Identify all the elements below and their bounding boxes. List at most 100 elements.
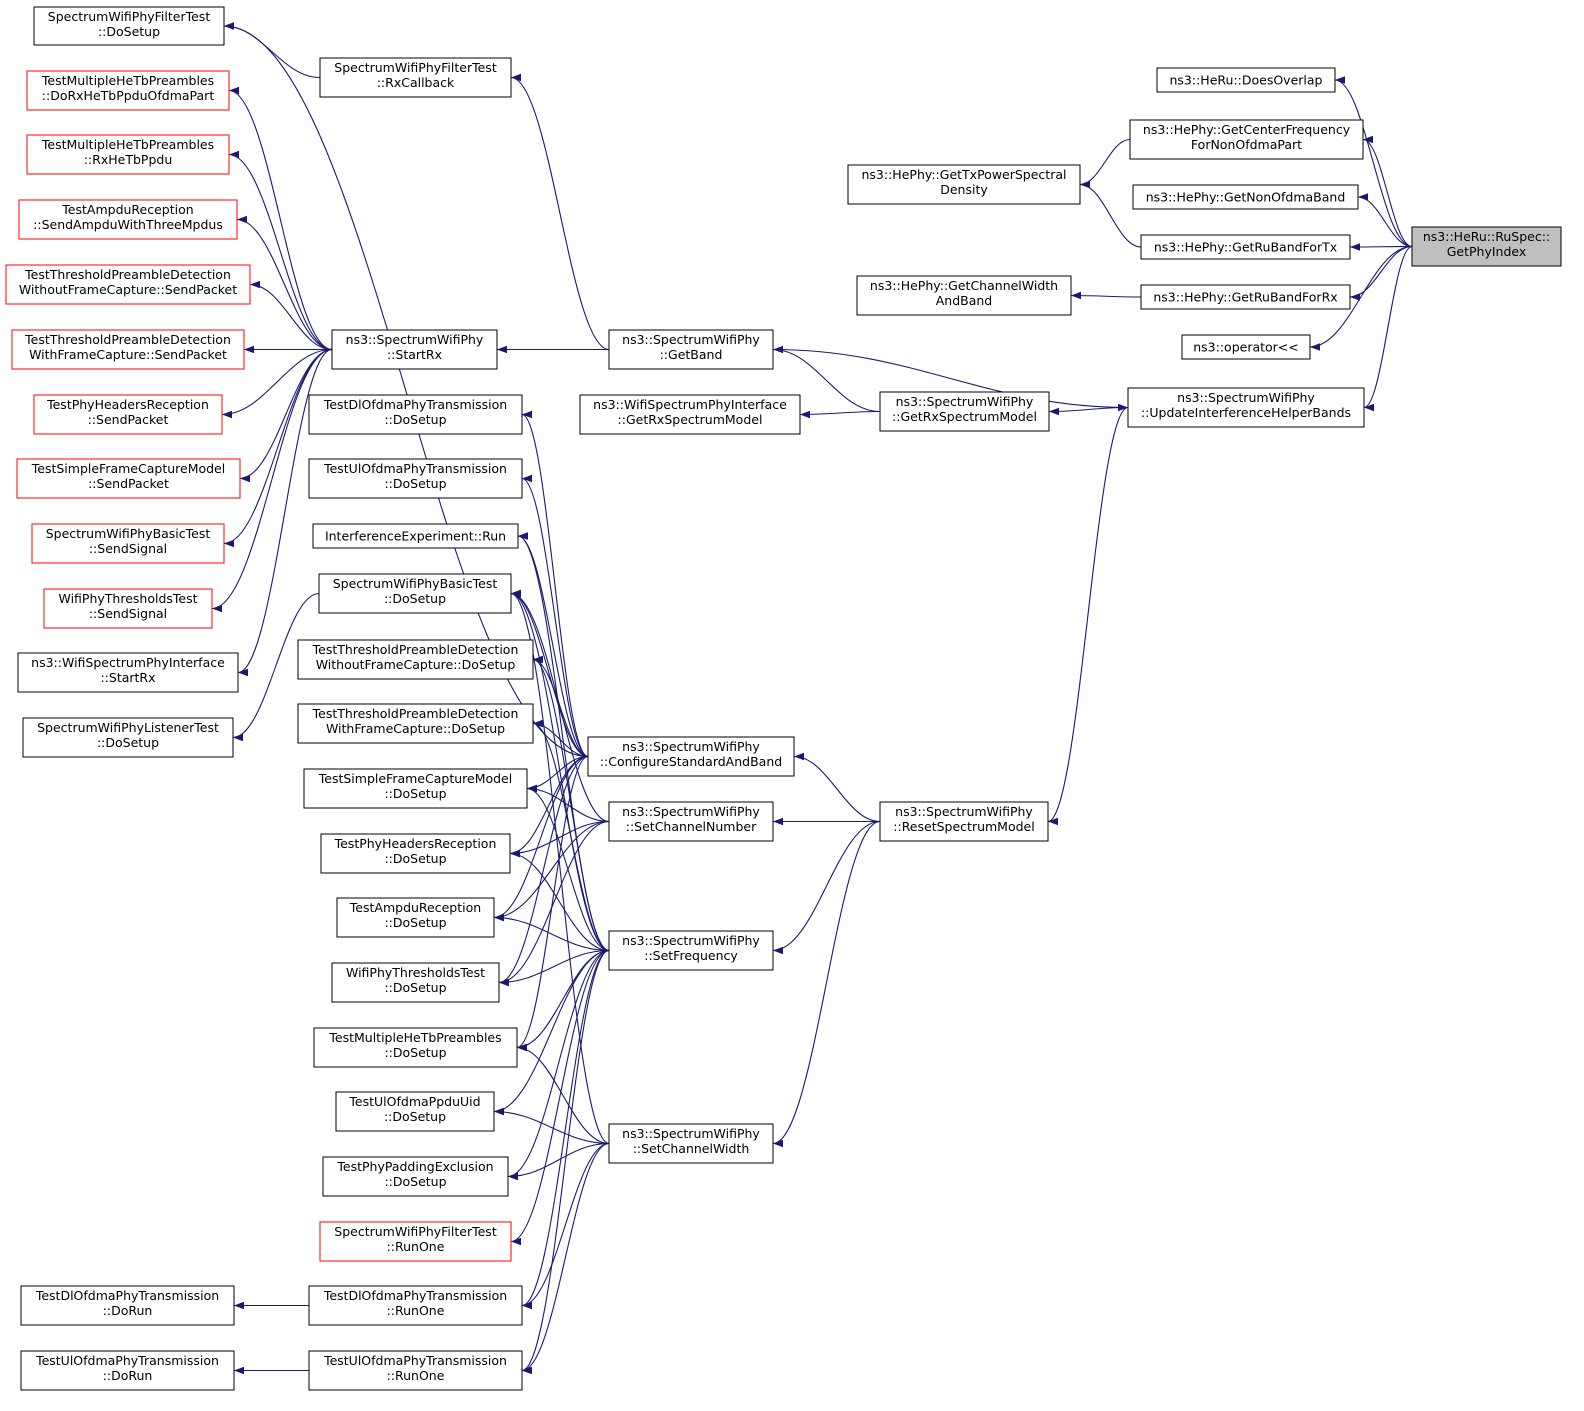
node-thr-sig[interactable]: WifiPhyThresholdsTest::SendSignal bbox=[43, 588, 213, 629]
node-hdr-dosetup[interactable]: TestPhyHeadersReception::DoSetup bbox=[320, 833, 511, 874]
node-fft-runone[interactable]: SpectrumWifiPhyFilterTest::RunOne bbox=[319, 1221, 512, 1262]
node-label-configstd-line-0: ns3::SpectrumWifiPhy bbox=[622, 739, 760, 754]
arrowhead-startrx-to-getband bbox=[497, 345, 507, 354]
edge-configstd-to-resetsm bbox=[793, 755, 881, 823]
arrowhead-tpd-w-send-to-startrx bbox=[244, 345, 254, 354]
arrowhead-getchwband-to-getrubandrx bbox=[1071, 291, 1081, 300]
node-fft-rxcb[interactable]: SpectrumWifiPhyFilterTest::RxCallback bbox=[319, 57, 512, 98]
node-listener-dosetup[interactable]: SpectrumWifiPhyListenerTest::DoSetup bbox=[22, 717, 234, 758]
node-label-setchnum-line-1: ::SetChannelNumber bbox=[626, 819, 757, 834]
node-pad-dosetup[interactable]: TestPhyPaddingExclusion::DoSetup bbox=[322, 1156, 509, 1197]
edge-ampdu-dosetup-to-setfreq bbox=[493, 916, 610, 952]
node-label-updatehelper-line-0: ns3::SpectrumWifiPhy bbox=[1177, 390, 1315, 405]
node-label-wspi-startrx-line-1: ::StartRx bbox=[100, 670, 155, 685]
arrowhead-hdr-send-to-startrx bbox=[222, 410, 232, 419]
node-mhe-dosetup[interactable]: TestMultipleHeTbPreambles::DoSetup bbox=[313, 1027, 518, 1068]
edge-ampdu-send-to-startrx bbox=[236, 218, 333, 351]
node-wspi-getrx[interactable]: ns3::WifiSpectrumPhyInterface::GetRxSpec… bbox=[579, 394, 801, 435]
node-fft-dosetup[interactable]: SpectrumWifiPhyFilterTest::DoSetup bbox=[33, 6, 225, 46]
arrowhead-pad-dosetup-to-setchw bbox=[508, 1172, 518, 1181]
node-getband[interactable]: ns3::SpectrumWifiPhy::GetBand bbox=[608, 329, 774, 370]
node-label-tpd-wo-dosetup-line-1: WithoutFrameCapture::DoSetup bbox=[316, 657, 516, 672]
node-tpd-w-dosetup[interactable]: TestThresholdPreambleDetectionWithFrameC… bbox=[297, 703, 534, 744]
node-label-dl-dosetup-line-1: ::DoSetup bbox=[384, 412, 446, 427]
node-doesoverlap[interactable]: ns3::HeRu::DoesOverlap bbox=[1156, 67, 1336, 93]
node-root[interactable]: ns3::HeRu::RuSpec::GetPhyIndex bbox=[1411, 226, 1562, 267]
node-label-mhe-dorx-line-1: ::DoRxHeTbPpduOfdmaPart bbox=[42, 88, 215, 103]
node-label-mhe-rx-line-0: TestMultipleHeTbPreambles bbox=[41, 137, 214, 152]
node-sfc-send[interactable]: TestSimpleFrameCaptureModel::SendPacket bbox=[16, 458, 241, 499]
node-label-getcenterfreq-line-0: ns3::HePhy::GetCenterFrequency bbox=[1143, 122, 1351, 137]
node-dl-dosetup[interactable]: TestDlOfdmaPhyTransmission::DoSetup bbox=[308, 394, 523, 435]
node-configstd[interactable]: ns3::SpectrumWifiPhy::ConfigureStandardA… bbox=[587, 736, 795, 777]
node-tpd-w-send[interactable]: TestThresholdPreambleDetectionWithFrameC… bbox=[11, 329, 245, 370]
edge-getrxsm-to-updatehelper bbox=[1048, 406, 1129, 413]
arrowhead-tpd-wo-send-to-startrx bbox=[250, 280, 260, 289]
node-label-setfreq-line-1: ::SetFrequency bbox=[644, 948, 738, 963]
node-tpd-wo-dosetup[interactable]: TestThresholdPreambleDetectionWithoutFra… bbox=[297, 639, 534, 680]
node-dl-runone[interactable]: TestDlOfdmaPhyTransmission::RunOne bbox=[308, 1285, 523, 1326]
node-label-thr-sig-line-0: WifiPhyThresholdsTest bbox=[58, 591, 197, 606]
node-basic-sig[interactable]: SpectrumWifiPhyBasicTest::SendSignal bbox=[31, 523, 225, 564]
node-label-hdr-dosetup-line-1: ::DoSetup bbox=[384, 851, 446, 866]
node-ul-runone[interactable]: TestUlOfdmaPhyTransmission::RunOne bbox=[308, 1350, 523, 1391]
node-label-hdr-dosetup-line-0: TestPhyHeadersReception bbox=[334, 836, 497, 851]
node-box-fft-rxcb bbox=[319, 57, 512, 98]
node-hdr-send[interactable]: TestPhyHeadersReception::SendPacket bbox=[33, 394, 223, 435]
node-getrxsm[interactable]: ns3::SpectrumWifiPhy::GetRxSpectrumModel bbox=[879, 391, 1050, 432]
edge-mhe-dosetup-to-setfreq bbox=[516, 949, 610, 1049]
arrowhead-basic-sig-to-startrx bbox=[224, 539, 234, 548]
node-getrubandrx[interactable]: ns3::HePhy::GetRuBandForRx bbox=[1140, 284, 1351, 310]
node-box-getband bbox=[608, 329, 774, 370]
node-setchw[interactable]: ns3::SpectrumWifiPhy::SetChannelWidth bbox=[608, 1123, 774, 1164]
node-label-wspi-getrx-line-0: ns3::WifiSpectrumPhyInterface bbox=[593, 397, 787, 412]
node-getrubandtx[interactable]: ns3::HePhy::GetRuBandForTx bbox=[1140, 234, 1351, 260]
node-label-oplt-line-0: ns3::operator<< bbox=[1193, 340, 1299, 355]
node-mhe-rx[interactable]: TestMultipleHeTbPreambles::RxHeTbPpdu bbox=[26, 134, 230, 175]
node-box-fft-runone bbox=[319, 1221, 512, 1262]
node-setfreq[interactable]: ns3::SpectrumWifiPhy::SetFrequency bbox=[608, 930, 774, 971]
node-ul-dorun[interactable]: TestUlOfdmaPhyTransmission::DoRun bbox=[20, 1350, 235, 1391]
node-ampdu-send[interactable]: TestAmpduReception::SendAmpduWithThreeMp… bbox=[18, 199, 238, 240]
edge-wspi-getrx-to-getrxsm bbox=[799, 410, 881, 416]
node-label-tpd-wo-send-line-1: WithoutFrameCapture::SendPacket bbox=[19, 282, 237, 297]
node-ulpid-dosetup[interactable]: TestUlOfdmaPpduUid::DoSetup bbox=[335, 1091, 495, 1132]
node-label-ul-dosetup-line-1: ::DoSetup bbox=[384, 476, 446, 491]
node-basic-dosetup[interactable]: SpectrumWifiPhyBasicTest::DoSetup bbox=[318, 573, 512, 614]
node-box-wspi-getrx bbox=[579, 394, 801, 435]
node-box-tpd-wo-send bbox=[5, 264, 251, 305]
node-thr-dosetup[interactable]: WifiPhyThresholdsTest::DoSetup bbox=[331, 962, 500, 1003]
node-setchnum[interactable]: ns3::SpectrumWifiPhy::SetChannelNumber bbox=[608, 801, 774, 842]
node-label-fft-rxcb-line-1: ::RxCallback bbox=[377, 75, 455, 90]
edge-ulpid-dosetup-to-setchw bbox=[493, 1110, 610, 1145]
arrowhead-ul-runone-to-setchw bbox=[522, 1366, 532, 1375]
node-oplt[interactable]: ns3::operator<< bbox=[1181, 334, 1311, 360]
node-label-startrx-line-1: ::StartRx bbox=[387, 347, 442, 362]
node-label-startrx-line-0: ns3::SpectrumWifiPhy bbox=[346, 332, 484, 347]
node-box-ul-dosetup bbox=[308, 458, 523, 499]
node-sfc-dosetup[interactable]: TestSimpleFrameCaptureModel::DoSetup bbox=[303, 768, 528, 809]
node-ie-run[interactable]: InterferenceExperiment::Run bbox=[312, 523, 519, 549]
node-ul-dosetup[interactable]: TestUlOfdmaPhyTransmission::DoSetup bbox=[308, 458, 523, 499]
node-updatehelper[interactable]: ns3::SpectrumWifiPhy::UpdateInterference… bbox=[1127, 387, 1365, 428]
node-ampdu-dosetup[interactable]: TestAmpduReception::DoSetup bbox=[336, 897, 495, 938]
edge-thr-sig-to-startrx bbox=[211, 348, 333, 610]
node-box-ampdu-dosetup bbox=[336, 897, 495, 938]
edge-getrubandrx-to-root bbox=[1349, 245, 1413, 298]
node-dl-dorun[interactable]: TestDlOfdmaPhyTransmission::DoRun bbox=[20, 1285, 235, 1326]
node-startrx[interactable]: ns3::SpectrumWifiPhy::StartRx bbox=[331, 329, 498, 370]
node-label-resetsm-line-1: ::ResetSpectrumModel bbox=[893, 819, 1034, 834]
edge-basic-dosetup-to-setchw bbox=[510, 592, 610, 1145]
node-mhe-dorx[interactable]: TestMultipleHeTbPreambles::DoRxHeTbPpduO… bbox=[26, 70, 230, 111]
edge-getnonofdma-to-root bbox=[1357, 196, 1413, 248]
node-label-tpd-w-send-line-1: WithFrameCapture::SendPacket bbox=[29, 347, 227, 362]
node-getcenterfreq[interactable]: ns3::HePhy::GetCenterFrequencyForNonOfdm… bbox=[1129, 119, 1364, 160]
node-resetsm[interactable]: ns3::SpectrumWifiPhy::ResetSpectrumModel bbox=[879, 801, 1049, 842]
node-box-setfreq bbox=[608, 930, 774, 971]
node-getnonofdma[interactable]: ns3::HePhy::GetNonOfdmaBand bbox=[1132, 184, 1359, 210]
node-tpd-wo-send[interactable]: TestThresholdPreambleDetectionWithoutFra… bbox=[5, 264, 251, 305]
arrowhead-thr-sig-to-startrx bbox=[212, 604, 222, 613]
node-wspi-startrx[interactable]: ns3::WifiSpectrumPhyInterface::StartRx bbox=[17, 652, 239, 693]
